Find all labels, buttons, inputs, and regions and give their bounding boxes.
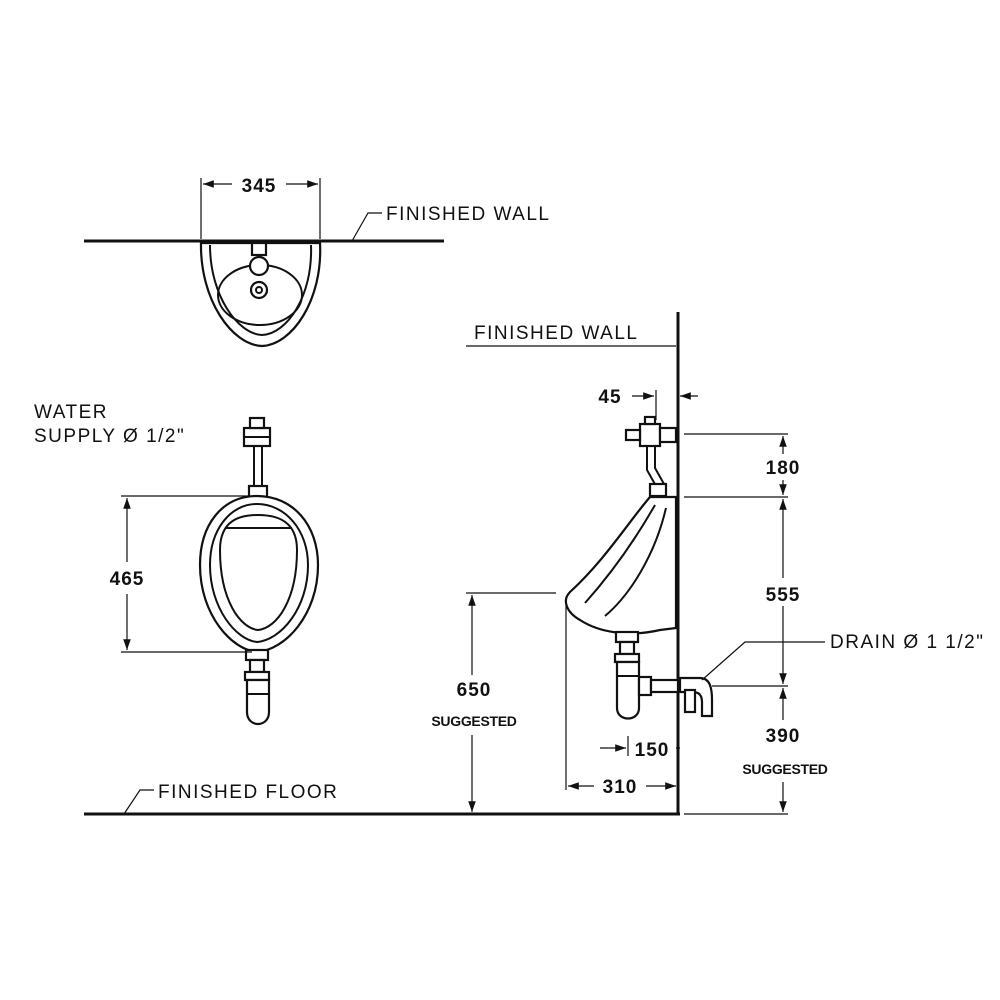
suggested-390: SUGGESTED [742,761,827,777]
trap-neck-side [618,640,636,656]
dim-flush-height: 180 [766,458,801,479]
finished-wall-leader-plan [351,212,382,242]
side-view: FINISHED WALL 45 [431,312,984,815]
drain-circle-inner [255,286,263,294]
valve-cap-front [248,416,266,430]
flush-pipe-side [646,446,657,487]
dim-body-height: 555 [766,585,801,606]
spud-side [648,482,668,498]
suggested-650: SUGGESTED [431,713,516,729]
trap-neck [248,658,266,674]
urinal-side-contour [584,504,656,604]
finished-wall-label-side: FINISHED WALL [474,323,639,344]
dim-drain-height: 390 [766,726,801,747]
water-supply-label-2: SUPPLY Ø 1/2" [34,426,185,447]
dim-top-width: 345 [242,176,277,197]
urinal-side-outline [564,495,678,635]
finished-wall-label-plan: FINISHED WALL [386,204,551,225]
urinal-front-outline [198,494,320,654]
trap-arm [649,678,680,694]
flush-valve-side [638,422,662,448]
dim-drain-offset: 150 [635,740,670,761]
drain-stub [683,688,697,714]
flush-handle-side [624,428,642,442]
trap-nut [243,670,271,682]
urinal-side-contour [604,507,667,617]
supply-spud-plan [250,241,268,257]
inlet-circle-plan [248,255,270,277]
outlet-flange-side [614,630,640,644]
dim-projection: 310 [603,777,638,798]
front-view: WATER SUPPLY Ø 1/2" 465 [34,402,320,726]
urinal-front-bowl [218,513,299,632]
finished-floor-leader [123,789,154,815]
urinal-front-inner [208,502,310,644]
dim-front-height: 465 [110,569,145,590]
flush-pipe-side [654,446,665,485]
urinal-plan-rim [209,244,313,337]
trap-nut-side [613,652,641,664]
stop-valve-side [658,426,678,444]
trap-arm-nut [637,675,653,697]
trap-body-side [615,660,641,720]
drain-circle-plan [249,280,269,300]
trap-body-front [245,678,271,726]
plan-view: FINISHED WALL 345 [84,176,551,348]
drain-label: DRAIN Ø 1 1/2" [830,632,984,653]
flush-cap-side [643,415,657,426]
dim-flush-offset: 45 [598,387,621,408]
dim-rim-height: 650 [457,680,492,701]
drain-leader [701,641,825,681]
water-supply-label-1: WATER [34,402,108,423]
finished-floor-label: FINISHED FLOOR [158,782,338,803]
